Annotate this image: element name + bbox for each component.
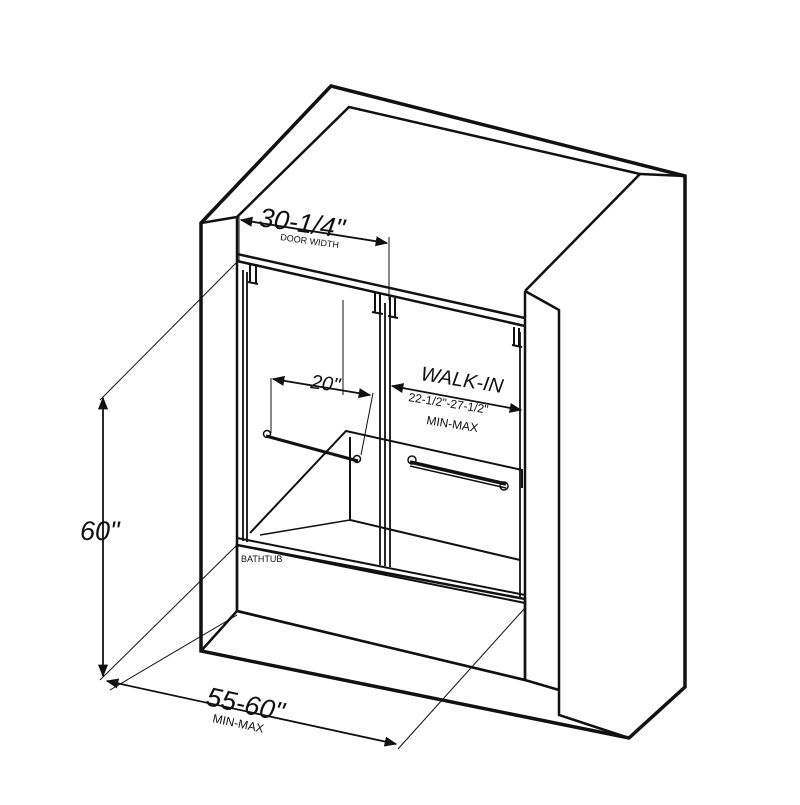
walk-in-range: 22-1/2"-27-1/2" (408, 390, 490, 416)
roller-center-left (371, 293, 384, 315)
overall-width-dimension: 55-60" MIN-MAX (105, 608, 525, 750)
roller-center-right (387, 297, 399, 319)
alcove-outline (199, 84, 687, 740)
bottom-track (236, 537, 526, 604)
top-rail (236, 252, 526, 328)
roller-left (247, 263, 259, 285)
right-wall-top-edge (639, 172, 686, 178)
height-value: 60" (80, 516, 121, 546)
bathtub-basin-floor (259, 519, 351, 536)
right-wall-face (524, 289, 630, 740)
alcove-enclosure (199, 84, 687, 740)
walk-in-dimension: WALK-IN 22-1/2"-27-1/2" MIN-MAX (390, 363, 523, 435)
right-glass-panel (389, 304, 521, 598)
bathtub-basin (249, 429, 523, 561)
towel-bar-left (262, 429, 362, 464)
alcove-back-opening (236, 105, 643, 292)
bathtub-front (235, 543, 527, 682)
bathtub: BATHTUB (235, 429, 527, 682)
height-dimension: 60" (80, 261, 238, 681)
sliding-door-assembly (236, 252, 526, 604)
walk-in-label: MIN-MAX (426, 413, 480, 435)
towel-bar-right (407, 455, 509, 491)
bathtub-label: BATHTUB (241, 554, 282, 564)
left-wall-face (200, 215, 239, 652)
door-width-dimension: 30-1/4" DOOR WIDTH (238, 202, 390, 300)
roller-right (511, 327, 523, 348)
left-glass-panel (242, 270, 386, 566)
panel-width-dimension: 20" (270, 300, 374, 456)
panel-width-value: 20" (308, 371, 342, 397)
